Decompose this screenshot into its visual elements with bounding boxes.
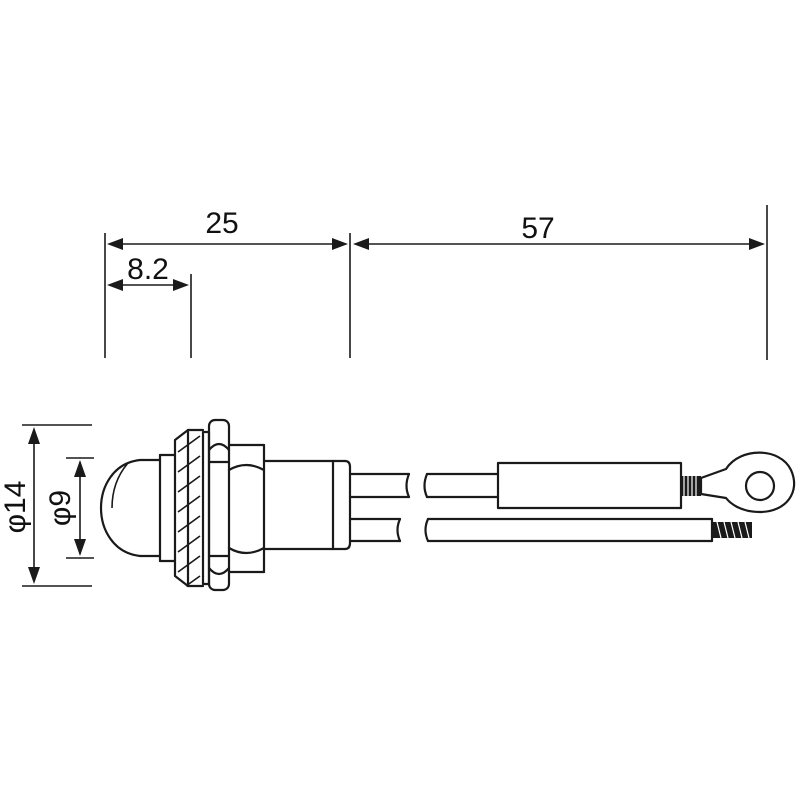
lower-wire-break-left bbox=[396, 517, 402, 543]
ring-terminal bbox=[699, 451, 796, 514]
arrowhead bbox=[749, 238, 765, 250]
arrowhead bbox=[332, 238, 348, 250]
arrowhead bbox=[107, 279, 123, 291]
stripped-conductor bbox=[712, 522, 752, 538]
dimension-label-8-2: 8.2 bbox=[127, 253, 169, 286]
lead-wires bbox=[348, 451, 796, 543]
arrowhead bbox=[28, 427, 40, 444]
arrowhead bbox=[107, 238, 123, 250]
upper-wire-break-left bbox=[405, 472, 411, 499]
bezel-front bbox=[173, 428, 190, 588]
upper-wire-break-right bbox=[423, 472, 429, 499]
lens-dome bbox=[99, 458, 162, 558]
arrowhead bbox=[74, 539, 86, 556]
lens-highlight bbox=[111, 462, 129, 509]
lamp-body bbox=[99, 418, 352, 592]
dimension-label-phi9: φ9 bbox=[44, 490, 77, 526]
insulating-sleeve bbox=[496, 461, 683, 510]
arrowhead bbox=[74, 460, 86, 477]
thread-hatching bbox=[177, 435, 201, 587]
dimension-lines-top: 25 57 8.2 bbox=[104, 205, 768, 360]
dimension-lines-left: φ14 φ9 bbox=[0, 424, 94, 587]
dimension-label-57: 57 bbox=[521, 212, 554, 245]
dimension-label-25: 25 bbox=[205, 207, 238, 240]
arrowhead bbox=[28, 567, 40, 584]
arrowhead bbox=[353, 238, 369, 250]
lower-wire-break-right bbox=[424, 517, 430, 543]
arrowhead bbox=[173, 279, 189, 291]
rear-housing bbox=[262, 459, 352, 551]
hex-nut bbox=[207, 418, 266, 592]
dimension-label-phi14: φ14 bbox=[0, 481, 32, 534]
ring-terminal-hole bbox=[744, 470, 776, 502]
